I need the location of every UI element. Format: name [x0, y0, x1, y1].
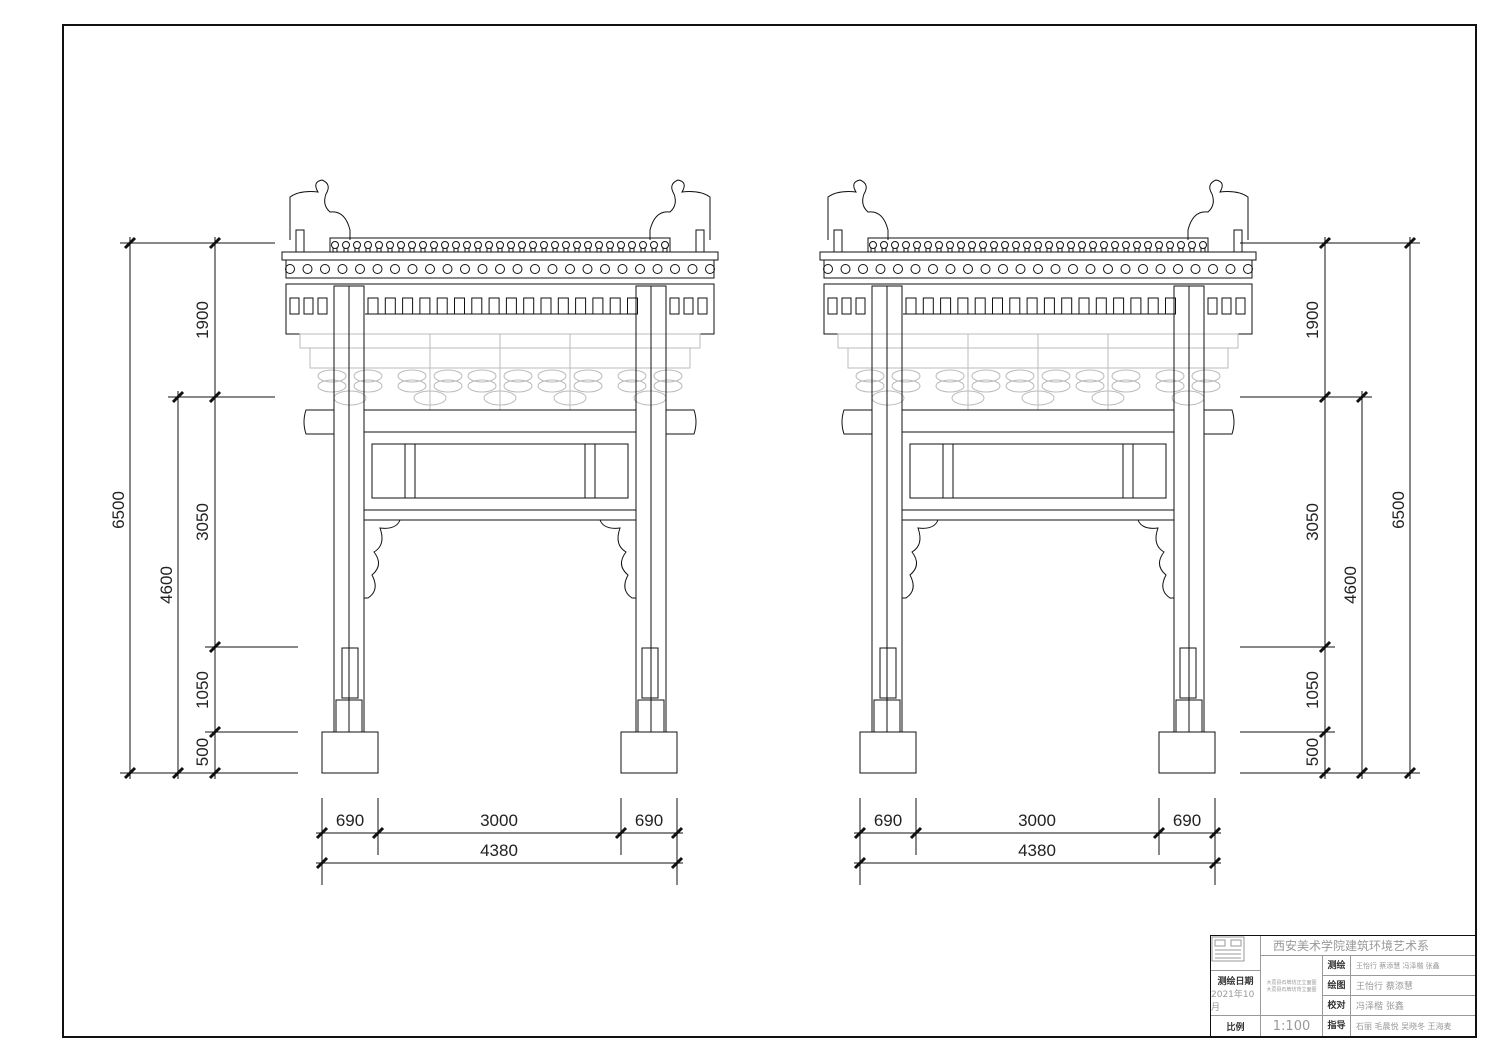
- institution-name: 西安美术学院建筑环境艺术系: [1261, 936, 1475, 956]
- dim-total-height: 6500: [109, 491, 128, 529]
- survey-date: 2021年10月: [1211, 989, 1255, 1013]
- drawing-name: 大荔县石牌坊背立面图: [1266, 986, 1317, 993]
- dim-top: 1900: [193, 301, 212, 339]
- dim-side-right: 690: [635, 811, 663, 830]
- credit-value: 王怡行 蔡添慧: [1356, 982, 1413, 992]
- dim-middle: 3050: [193, 503, 212, 541]
- dim-lower: 1050: [1303, 671, 1322, 709]
- dim-side-left: 690: [336, 811, 364, 830]
- credit-label: 绘图: [1323, 975, 1351, 996]
- dim-center: 3000: [480, 811, 518, 830]
- left-vertical-dimensions: [120, 236, 298, 780]
- right-vertical-dimensions: [1240, 236, 1420, 780]
- title-block: 西安美术学院建筑环境艺术系 大荔县石牌坊正立面图 大荔县石牌坊背立面图 测绘日期…: [1210, 935, 1476, 1037]
- left-gate-elevation: [280, 178, 720, 887]
- survey-date-label: 测绘日期: [1217, 976, 1254, 987]
- scale-value: 1:100: [1261, 1016, 1323, 1036]
- drawing-name: 大荔县石牌坊正立面图: [1266, 979, 1317, 986]
- dim-post-height: 4600: [1341, 566, 1360, 604]
- scale-label: 比例: [1211, 1016, 1261, 1036]
- dim-total-width: 4380: [1018, 841, 1056, 860]
- credit-label: 指导: [1323, 1016, 1351, 1036]
- credit-row: 测绘 王怡行 蔡添慧 冯泽楷 张鑫: [1323, 955, 1475, 976]
- dim-base: 500: [1303, 738, 1322, 766]
- dim-post-height: 4600: [157, 566, 176, 604]
- credit-row: 校对 冯泽楷 张鑫: [1323, 995, 1475, 1016]
- dim-total-height: 6500: [1389, 491, 1408, 529]
- dim-top: 1900: [1303, 301, 1322, 339]
- credit-value: 石丽 毛晨悦 吴晓冬 王海麦: [1356, 1021, 1452, 1031]
- dim-total-width: 4380: [480, 841, 518, 860]
- credit-row: 绘图 王怡行 蔡添慧: [1323, 975, 1475, 996]
- credit-label: 测绘: [1323, 955, 1351, 976]
- dim-middle: 3050: [1303, 503, 1322, 541]
- right-gate-elevation: [818, 178, 1258, 887]
- credit-row: 指导 石丽 毛晨悦 吴晓冬 王海麦: [1323, 1016, 1475, 1036]
- dim-center: 3000: [1018, 811, 1056, 830]
- credit-label: 校对: [1323, 995, 1351, 1016]
- drawing-names: 大荔县石牌坊正立面图 大荔县石牌坊背立面图: [1261, 956, 1323, 1016]
- dim-base: 500: [193, 738, 212, 766]
- credit-value: 冯泽楷 张鑫: [1356, 1002, 1404, 1012]
- dim-lower: 1050: [193, 671, 212, 709]
- drawing-frame: [62, 24, 1477, 1038]
- dim-side-right: 690: [1173, 811, 1201, 830]
- credit-value: 王怡行 蔡添慧 冯泽楷 张鑫: [1356, 961, 1440, 970]
- credits-table: 测绘 王怡行 蔡添慧 冯泽楷 张鑫 绘图 王怡行 蔡添慧 校对 冯泽楷 张鑫 指…: [1323, 955, 1475, 1036]
- dim-side-left: 690: [874, 811, 902, 830]
- school-logo-icon: [1211, 936, 1261, 971]
